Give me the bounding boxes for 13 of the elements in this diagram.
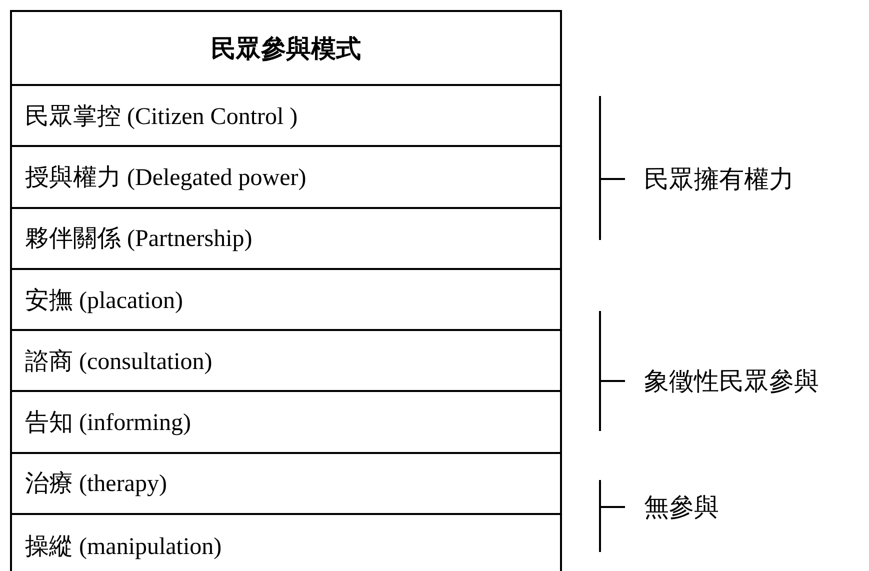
row-text: 授與權力 (Delegated power) — [25, 164, 306, 193]
row-text: 民眾掌控 (Citizen Control ) — [25, 102, 298, 132]
group-label: 象徵性民眾參與 — [644, 368, 819, 398]
table — [10, 10, 562, 571]
group-label: 無參與 — [644, 494, 719, 524]
row-text: 諮商 (consultation) — [25, 348, 212, 377]
row-text: 告知 (informing) — [25, 409, 191, 438]
group-label: 民眾擁有權力 — [644, 166, 794, 196]
table-header: 民眾參與模式 — [211, 34, 361, 64]
row-text: 安撫 (placation) — [25, 286, 183, 316]
row-text: 夥伴關係 (Partnership) — [25, 225, 252, 254]
row-text: 操縱 (manipulation) — [25, 532, 222, 562]
row-text: 治療 (therapy) — [25, 470, 167, 500]
